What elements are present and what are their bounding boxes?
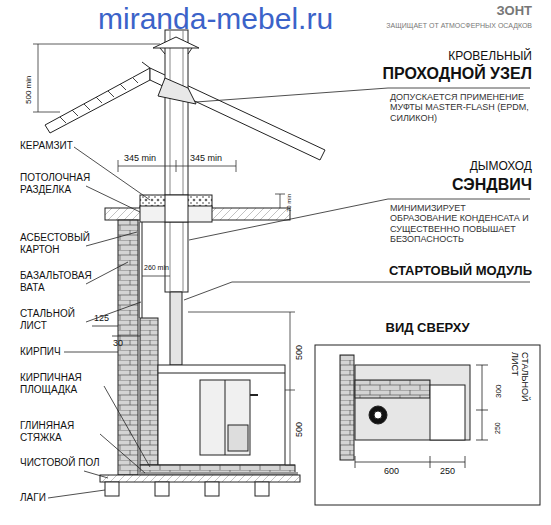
- dimension: 260 min: [144, 264, 169, 272]
- watermark: miranda-mebel.ru: [98, 2, 333, 37]
- heading: ПРОХОДНОЙ УЗЕЛ: [382, 65, 532, 83]
- note: ДОПУСКАЕТСЯ ПРИМЕНЕНИЕ МУФТЫ MASTER-FLAS…: [390, 92, 532, 123]
- view-title: ВИД СВЕРХУ: [315, 320, 540, 335]
- joists: [105, 482, 269, 496]
- dimension: 300: [494, 385, 503, 398]
- dimension-line: [118, 160, 285, 208]
- start-module: [170, 292, 182, 365]
- steel-sheet: [142, 222, 143, 318]
- finish-floor: [100, 475, 300, 482]
- part-label: КИРПИЧНАЯ ПЛОЩАДКА: [20, 372, 104, 395]
- note: МИНИМИЗИРУЕТ ОБРАЗОВАНИЕ КОНДЕНСАТА И СУ…: [390, 203, 532, 244]
- part-label: ПОТОЛОЧНАЯ РАЗДЕЛКА: [20, 172, 102, 195]
- note: ЗАЩИЩАЕТ ОТ АТМОСФЕРНЫХ ОСАДКОВ: [386, 22, 532, 30]
- part-label: КИРПИЧ: [20, 346, 61, 358]
- part-label: СТАЛЬНОЙ ЛИСТ: [509, 352, 530, 412]
- part-label: ЧИСТОВОЙ ПОЛ: [20, 457, 102, 469]
- dimension: 250: [440, 466, 455, 476]
- dimension: 30: [113, 338, 123, 348]
- part-label: ЛАГИ: [20, 492, 46, 504]
- dimension: 600: [384, 466, 399, 476]
- part-label: АСБЕСТОВЫЙ КАРТОН: [20, 232, 102, 255]
- dimension: 345 min: [190, 153, 222, 163]
- part-label: ГЛИНЯНАЯ СТЯЖКА: [20, 420, 102, 443]
- dimension: 250: [494, 422, 502, 434]
- dimension: 70 min: [286, 194, 293, 212]
- brick-screen: [140, 318, 158, 465]
- dimension-line: [33, 44, 160, 112]
- heading: ЗОНТ: [497, 4, 532, 19]
- part-label: БАЗАЛЬТОВАЯ ВАТА: [20, 270, 102, 293]
- view-panel: ВИД СВЕРХУ: [315, 320, 540, 337]
- dimension: 500: [294, 345, 304, 360]
- asbestos-board: [138, 222, 140, 318]
- dimension-line: [188, 312, 295, 465]
- part-label: КЕРАМЗИТ: [20, 140, 73, 152]
- dimension: 345 min: [124, 153, 156, 163]
- dimension-line: [142, 276, 170, 277]
- heading: ДЫМОХОД: [470, 160, 532, 174]
- leader-line: [48, 147, 150, 498]
- part-label: СТАЛЬНОЙ ЛИСТ: [20, 308, 102, 331]
- heading: СТАРТОВЫЙ МОДУЛЬ: [389, 264, 532, 279]
- stove: [158, 365, 285, 465]
- top-view: [315, 345, 540, 505]
- heading: СЭНДВИЧ: [452, 176, 532, 194]
- dimension: 500 min: [24, 76, 33, 104]
- dimension: 500: [294, 422, 304, 437]
- heading: КРОВЕЛЬНЫЙ: [448, 50, 532, 64]
- chimney-sandwich: [165, 195, 188, 222]
- dimension: 125: [94, 313, 109, 323]
